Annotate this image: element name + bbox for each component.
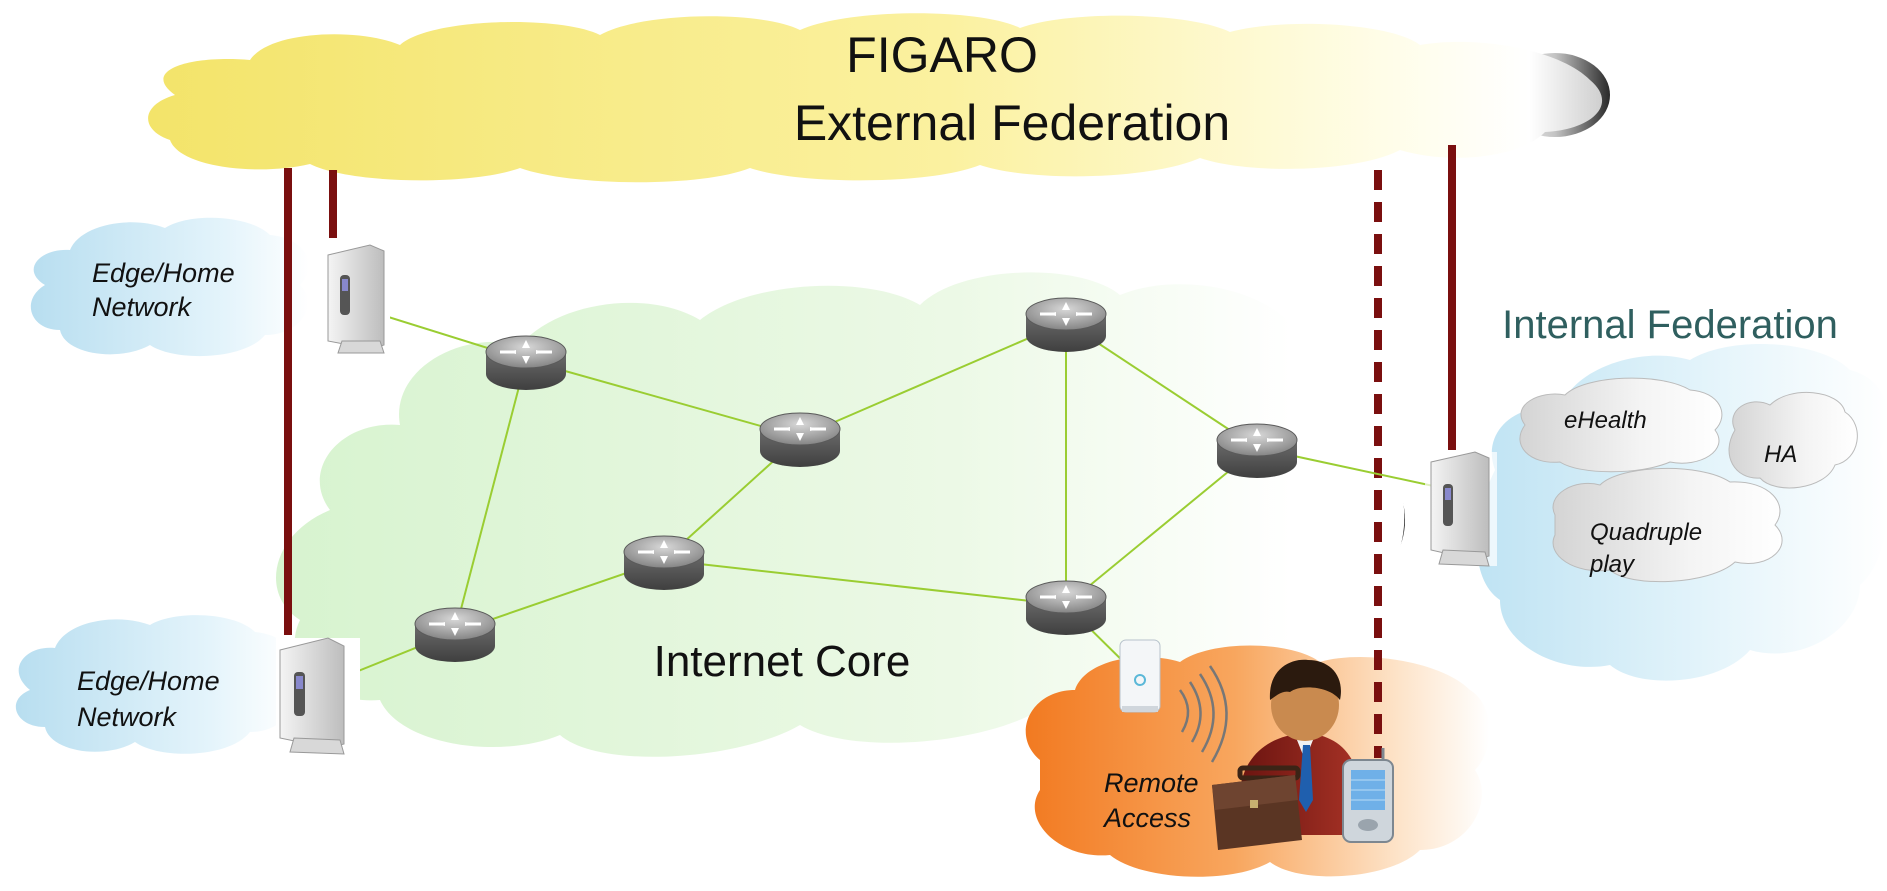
- ehealth-cloud: [1519, 377, 1723, 473]
- core-link: [525, 359, 801, 438]
- core-link: [663, 559, 1067, 606]
- wifi-waves-icon: [1178, 665, 1228, 763]
- router-icon: [414, 607, 496, 662]
- edge-home-bottom-label: Edge/Home Network: [77, 666, 227, 732]
- internal-federation-title: Internal Federation: [1502, 303, 1838, 347]
- internet-core-cloud: [276, 272, 1405, 757]
- router-icon: [1025, 297, 1107, 352]
- routers: [414, 297, 1298, 662]
- external-federation-cloud: [148, 13, 1610, 183]
- edge-home-bottom-line2: Network: [77, 702, 178, 732]
- internet-core-label: Internet Core: [654, 637, 911, 686]
- edge-home-top-line2: Network: [92, 292, 193, 322]
- edge-home-top-line1: Edge/Home: [92, 258, 235, 288]
- remote-access-line2: Access: [1102, 803, 1191, 833]
- remote-access-line1: Remote: [1104, 768, 1199, 798]
- gateway-icon: [1425, 451, 1497, 567]
- core-link: [799, 321, 1067, 438]
- quadruple-play-cloud: [1552, 467, 1783, 583]
- briefcase-icon: [1212, 765, 1302, 850]
- edge-home-bottom-line1: Edge/Home: [77, 666, 220, 696]
- ha-label: HA: [1764, 441, 1797, 468]
- gateway-icon: [276, 637, 360, 756]
- router-icon: [1216, 423, 1298, 478]
- router-icon: [1025, 580, 1107, 635]
- external-federation-title-line2: External Federation: [794, 95, 1230, 151]
- federation-links: [284, 145, 1456, 758]
- router-icon: [623, 535, 705, 590]
- edge-home-top-label: Edge/Home Network: [92, 258, 242, 322]
- quadruple-play-line1: Quadruple: [1590, 519, 1702, 546]
- remote-access-label: Remote Access: [1102, 768, 1206, 833]
- router-icon: [485, 335, 567, 390]
- core-link: [1065, 447, 1258, 606]
- edge-home-cloud-bottom: [15, 615, 294, 754]
- pda-icon: [1342, 748, 1394, 843]
- quadruple-play-label: Quadruple play: [1589, 519, 1709, 578]
- gateway-icon: [322, 244, 390, 354]
- ehealth-label: eHealth: [1564, 407, 1647, 434]
- quadruple-play-line2: play: [1589, 551, 1636, 578]
- access-point-icon: [1119, 639, 1161, 713]
- external-federation-title-line1: FIGARO: [846, 27, 1038, 83]
- router-icon: [759, 412, 841, 467]
- edge-home-cloud-top: [30, 217, 309, 357]
- core-link: [454, 359, 527, 633]
- ha-cloud: [1728, 391, 1858, 489]
